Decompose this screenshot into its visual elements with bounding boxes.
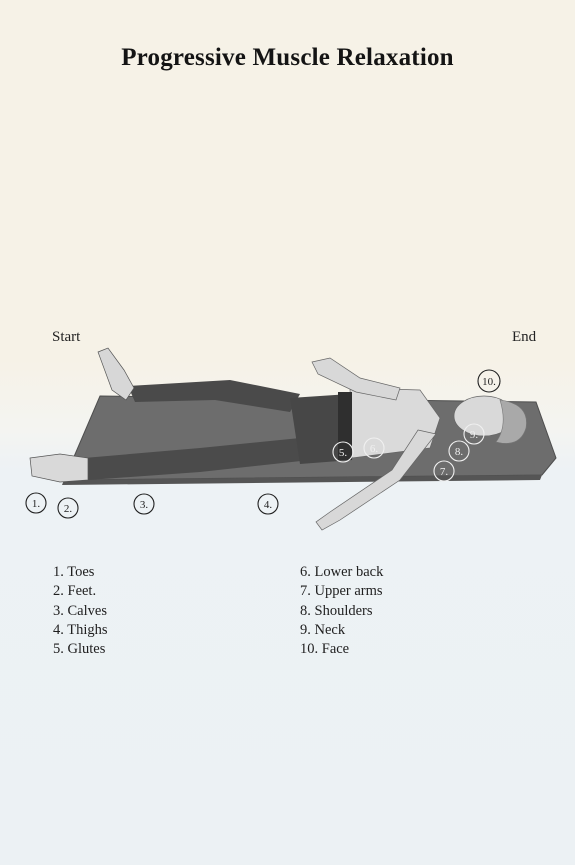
marker-10: 10.: [478, 370, 500, 392]
legend-list-right: 6. Lower back 7. Upper arms 8. Shoulders…: [300, 563, 383, 659]
marker-3-label: 3.: [140, 499, 149, 511]
legend-item: 6. Lower back: [300, 563, 383, 582]
marker-4-label: 4.: [264, 499, 273, 511]
marker-9-label: 9.: [470, 429, 479, 441]
legend-list-left: 1. Toes 2. Feet. 3. Calves 4. Thighs 5. …: [53, 563, 108, 659]
legend-item: 5. Glutes: [53, 640, 108, 659]
marker-4: 4.: [258, 494, 278, 514]
body-illustration: 1. 2. 3. 4. 5. 6. 7. 8.: [0, 330, 575, 555]
legend-item: 8. Shoulders: [300, 602, 383, 621]
marker-1-label: 1.: [32, 498, 41, 510]
legend-item: 2. Feet.: [53, 582, 108, 601]
legend-item: 10. Face: [300, 640, 383, 659]
legend-item: 3. Calves: [53, 602, 108, 621]
marker-3: 3.: [134, 494, 154, 514]
marker-2: 2.: [58, 498, 78, 518]
marker-1: 1.: [26, 493, 46, 513]
marker-7-label: 7.: [440, 466, 449, 478]
toes-foot: [30, 454, 88, 482]
marker-6-label: 6.: [370, 443, 379, 455]
page-title: Progressive Muscle Relaxation: [0, 44, 575, 72]
legend-item: 9. Neck: [300, 621, 383, 640]
marker-8-label: 8.: [455, 446, 464, 458]
raised-foot: [98, 348, 134, 400]
legend-item: 4. Thighs: [53, 621, 108, 640]
legend-item: 7. Upper arms: [300, 582, 383, 601]
marker-5-label: 5.: [339, 447, 348, 459]
marker-2-label: 2.: [64, 503, 73, 515]
marker-10-label: 10.: [482, 376, 496, 388]
legend-item: 1. Toes: [53, 563, 108, 582]
